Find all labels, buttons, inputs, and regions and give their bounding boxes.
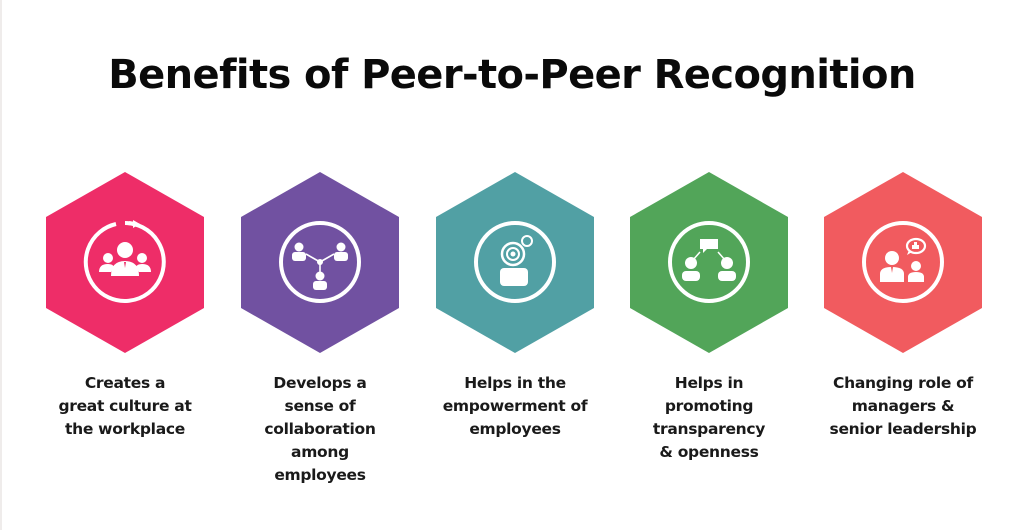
page-title: Benefits of Peer-to-Peer Recognition [108, 52, 916, 98]
benefit-caption: Develops a sense of collaboration among … [211, 372, 429, 487]
caption-line: & openness [659, 443, 759, 461]
hexagon-shape [630, 172, 788, 353]
caption-line: collaboration [264, 420, 376, 438]
caption-line: senior leadership [829, 420, 977, 438]
caption-line: among [291, 443, 349, 461]
benefit-caption: Changing role of managers & senior leade… [794, 372, 1012, 441]
manager-feedback-icon [862, 221, 944, 303]
caption-line: empowerment of [442, 397, 588, 415]
team-cycle-icon [83, 220, 166, 303]
caption-line: employees [274, 466, 366, 484]
caption-line: Helps in [674, 374, 744, 392]
benefit-caption: Creates a great culture at the workplace [16, 372, 234, 441]
caption-line: employees [469, 420, 561, 438]
caption-line: Develops a [273, 374, 367, 392]
caption-line: great culture at [58, 397, 192, 415]
caption-line: Helps in the [464, 374, 566, 392]
hexagon-fill [824, 172, 982, 353]
hexagon-fill [630, 172, 788, 353]
caption-line: the workplace [65, 420, 185, 438]
benefit-caption: Helps in the empowerment of employees [406, 372, 624, 441]
caption-line: promoting [664, 397, 754, 415]
hexagon-shape [436, 172, 594, 353]
caption-line: managers & [851, 397, 955, 415]
empowered-person-icon [474, 221, 556, 303]
network-collaboration-icon [279, 221, 361, 303]
benefit-caption: Helps in promoting transparency & openne… [600, 372, 818, 464]
caption-line: sense of [284, 397, 356, 415]
hexagon-fill [436, 172, 594, 353]
conversation-transparency-icon [668, 221, 750, 303]
caption-line: transparency [652, 420, 766, 438]
caption-line: Changing role of [833, 374, 973, 392]
caption-line: Creates a [84, 374, 166, 392]
hexagon-shape [824, 172, 982, 353]
left-border [0, 0, 2, 530]
